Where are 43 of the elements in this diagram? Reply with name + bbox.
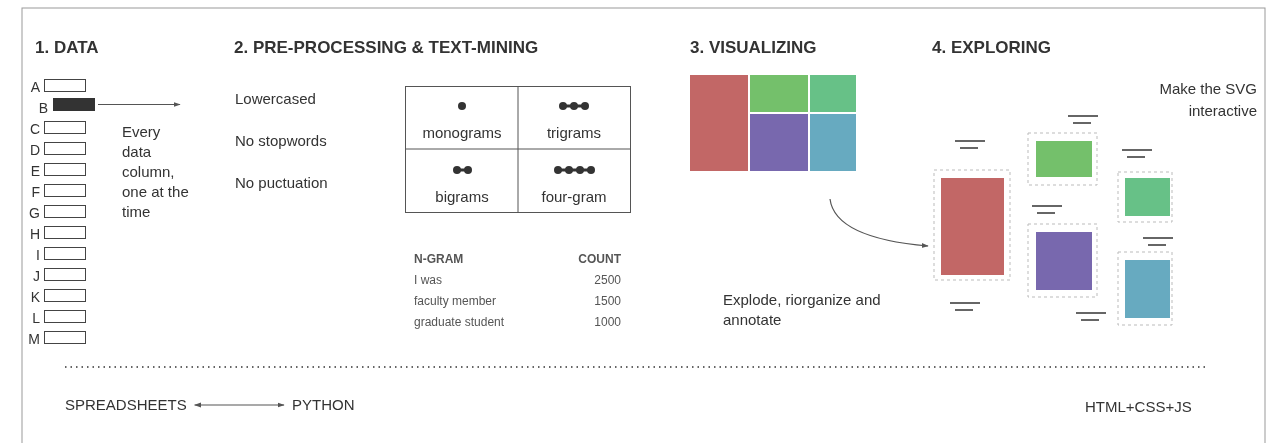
step-text: No puctuation (235, 173, 328, 193)
table-cell-text: faculty member (414, 293, 497, 310)
edge-label: Every data column, one at the time (122, 122, 190, 222)
column-letter: A (30, 78, 40, 97)
table-cell-text: 1500 (594, 293, 621, 310)
table-cell-text: 1000 (594, 314, 621, 331)
section-heading: 2. PRE-PROCESSING & TEXT-MINING (234, 37, 539, 59)
column-letter: C (29, 120, 40, 139)
note-text: Make the SVG interactive (1158, 79, 1257, 121)
step-text: Lowercased (235, 89, 316, 109)
column-letter: G (29, 204, 40, 223)
arrow (97, 102, 181, 107)
column-header: COUNT (578, 251, 621, 268)
table-cell-text: bigrams (435, 187, 489, 207)
section-heading: 3. VISUALIZING (690, 37, 817, 59)
column-letter: F (31, 183, 40, 202)
column-letter: D (29, 141, 40, 160)
table-cell-text: I was (414, 272, 442, 289)
arrow (194, 402, 285, 408)
step-text: No stopwords (235, 131, 327, 151)
column-letter: H (29, 225, 40, 244)
selected-column-bar (53, 98, 95, 111)
column-letter: I (36, 246, 40, 265)
column-letter: M (28, 330, 40, 349)
tool-name: SPREADSHEETS (65, 396, 187, 414)
column-header: N-GRAM (414, 251, 464, 268)
column-letter: E (30, 162, 40, 181)
table-cell-text: 2500 (594, 272, 621, 289)
column-letter: J (33, 267, 40, 286)
table-cell-text: monograms (422, 123, 502, 143)
column-letter: B (38, 99, 48, 118)
arrow (829, 198, 929, 248)
table-cell-text: trigrams (546, 123, 602, 143)
column-letter: L (32, 309, 40, 328)
tool-name: PYTHON (292, 396, 355, 414)
treemap-drawing (690, 75, 856, 171)
edge-label: Explode, riorganize and annotate (723, 290, 882, 330)
table-cell-text: four-gram (541, 187, 607, 207)
table-cell-text: graduate student (414, 314, 505, 331)
tool-name: HTML+CSS+JS (1085, 397, 1192, 417)
section-heading: 1. DATA (35, 37, 99, 59)
column-letter: K (30, 288, 40, 307)
section-heading: 4. EXPLORING (932, 37, 1052, 59)
